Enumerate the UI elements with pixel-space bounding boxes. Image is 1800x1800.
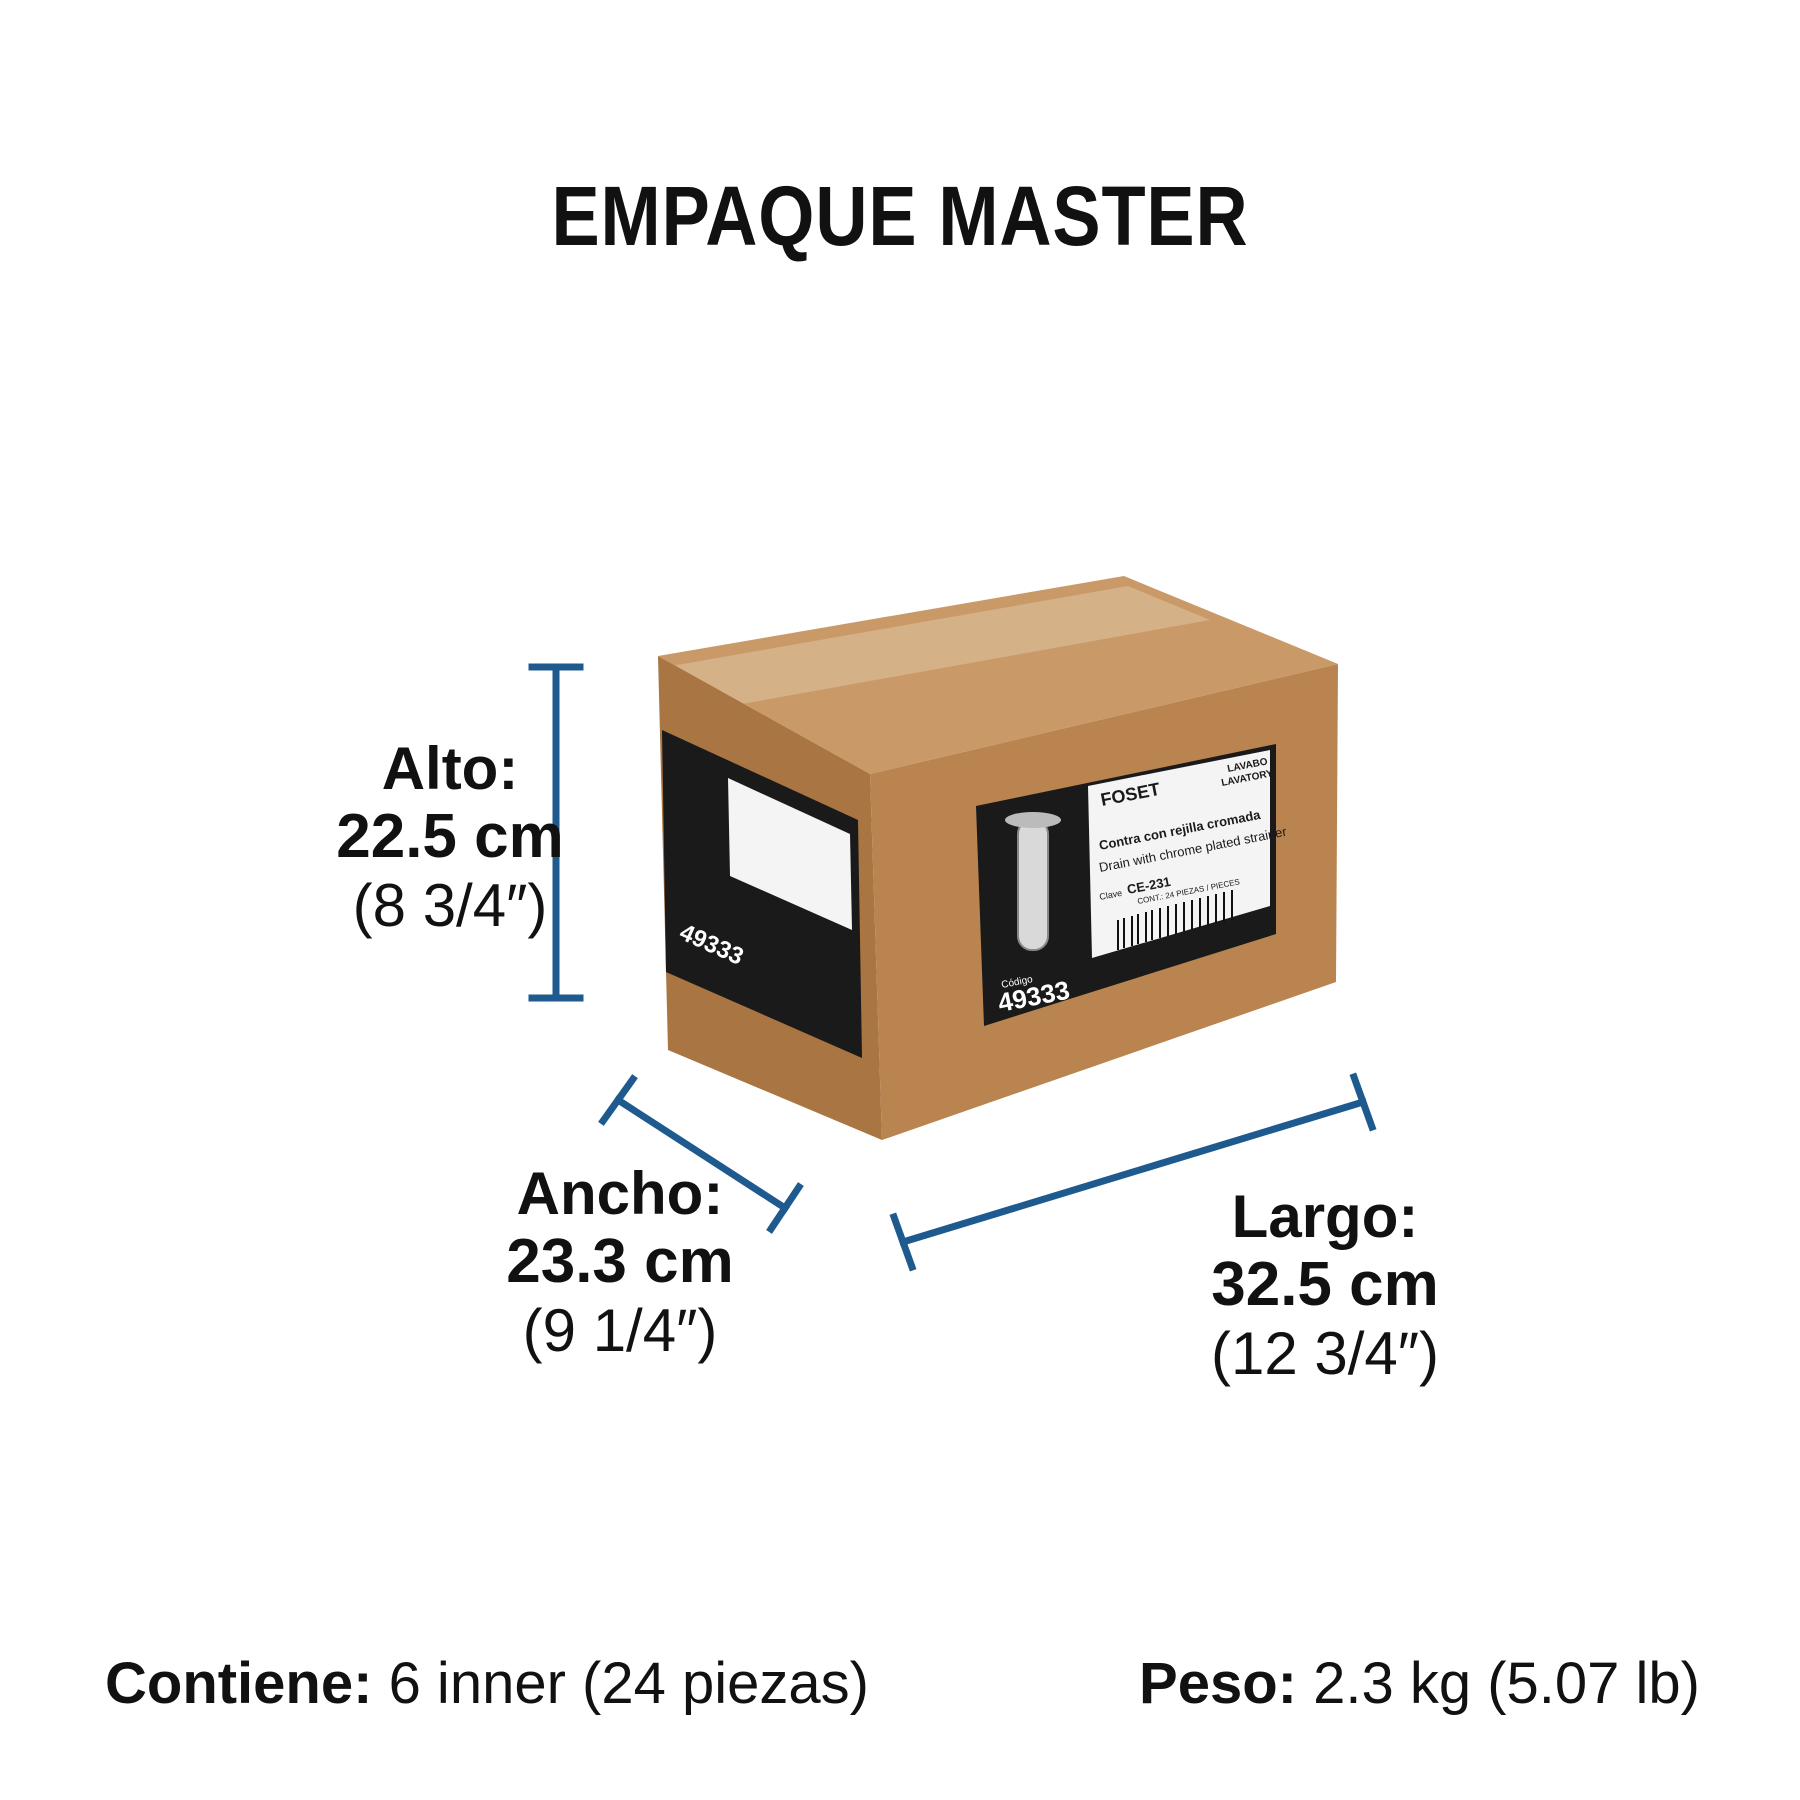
page-title: EMPAQUE MASTER xyxy=(551,169,1249,263)
ancho-inches: (9 1/4″) xyxy=(522,1296,718,1364)
barcode-icon xyxy=(1117,890,1233,950)
weight-value: 2.3 kg (5.07 lb) xyxy=(1313,1651,1700,1716)
contents-value: 6 inner (24 piezas) xyxy=(388,1651,869,1716)
ancho-dimension-line xyxy=(613,1095,790,1213)
packing-tape xyxy=(660,586,1210,704)
contents-label: Contiene: xyxy=(105,1651,373,1716)
alto-dimension: Alto: 22.5 cm (8 3/4″) xyxy=(290,735,610,939)
product-drain-icon xyxy=(1017,819,1049,951)
alto-label: Alto: xyxy=(381,735,519,802)
weight-info: Peso: 2.3 kg (5.07 lb) xyxy=(1139,1650,1700,1717)
largo-start-cap xyxy=(889,1212,917,1272)
ancho-cm: 23.3 cm xyxy=(506,1227,734,1297)
largo-end-cap xyxy=(1349,1072,1377,1132)
ancho-label: Ancho: xyxy=(516,1160,724,1227)
contents-info: Contiene: 6 inner (24 piezas) xyxy=(105,1650,869,1717)
alto-cm: 22.5 cm xyxy=(336,802,564,872)
weight-label: Peso: xyxy=(1139,1651,1297,1716)
side-label xyxy=(662,730,862,1058)
ancho-dimension: Ancho: 23.3 cm (9 1/4″) xyxy=(455,1160,785,1364)
largo-dimension-line xyxy=(898,1097,1368,1247)
largo-label: Largo: xyxy=(1231,1183,1419,1250)
ancho-end-cap xyxy=(766,1182,804,1234)
side-label-panel xyxy=(728,778,852,930)
alto-inches: (8 3/4″) xyxy=(352,871,548,939)
largo-cm: 32.5 cm xyxy=(1211,1250,1439,1320)
label-clave-tag: Clave xyxy=(1098,888,1123,902)
largo-dimension: Largo: 32.5 cm (12 3/4″) xyxy=(1160,1183,1490,1387)
largo-inches: (12 3/4″) xyxy=(1210,1319,1440,1387)
ancho-start-cap xyxy=(598,1074,638,1126)
